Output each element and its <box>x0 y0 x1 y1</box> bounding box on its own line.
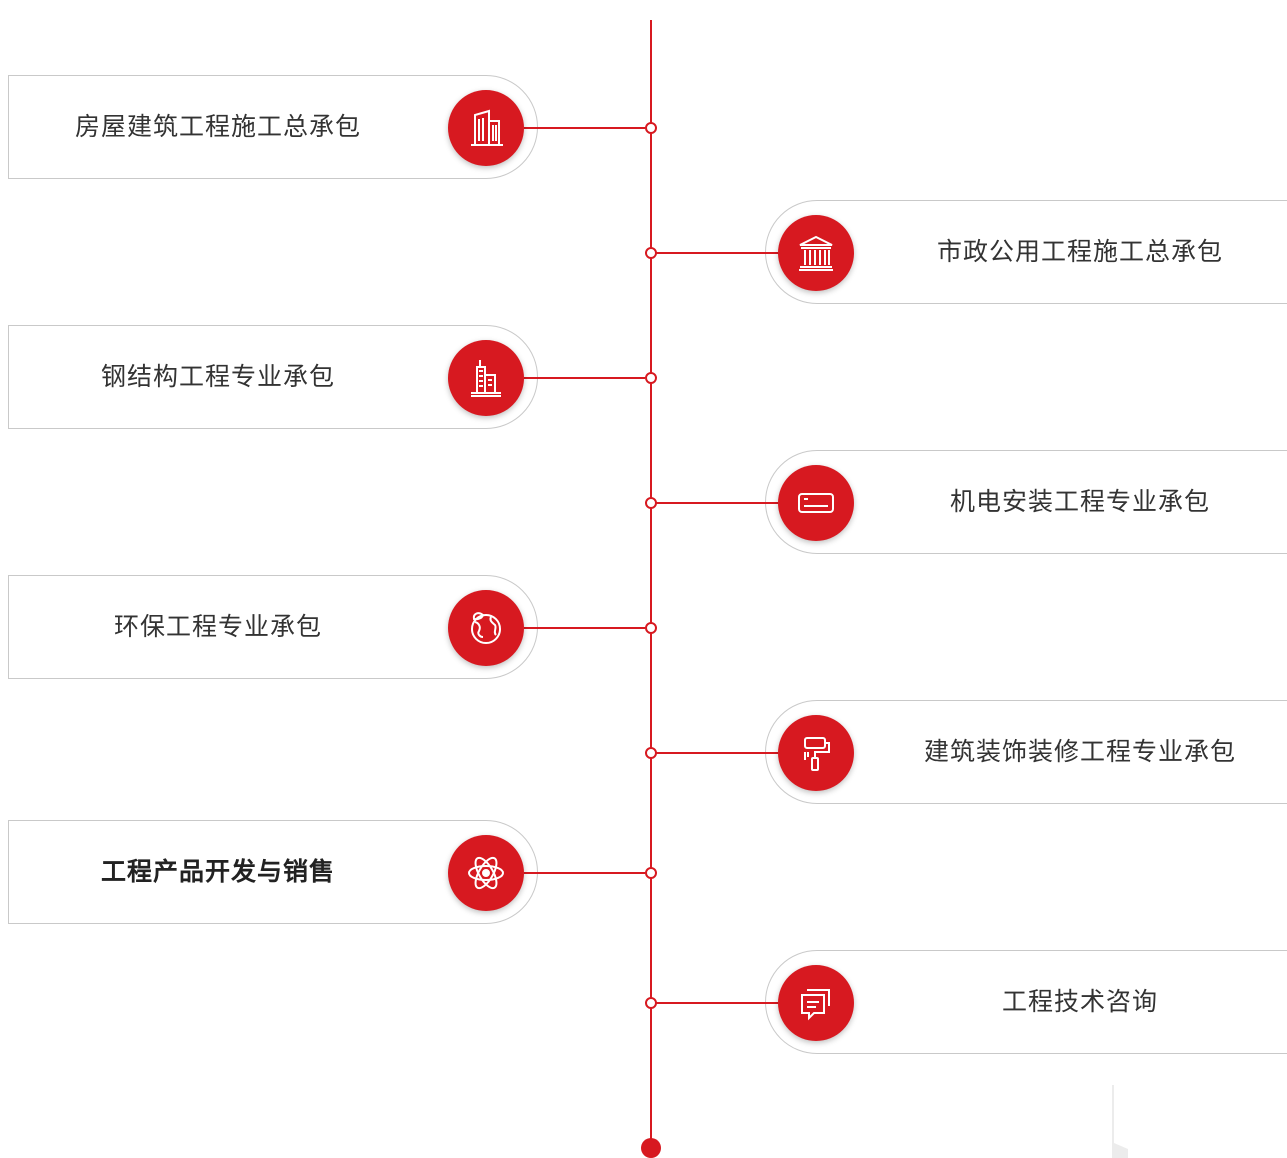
government-building-icon <box>778 215 854 291</box>
item-label: 工程产品开发与销售 <box>100 857 335 886</box>
item-label: 环保工程专业承包 <box>113 612 322 641</box>
timeline-node <box>645 622 657 634</box>
connector-line <box>651 752 778 754</box>
timeline-node <box>645 372 657 384</box>
item-label: 机电安装工程专业承包 <box>949 487 1210 516</box>
item-label: 钢结构工程专业承包 <box>100 362 335 391</box>
timeline-item-decoration[interactable]: 建筑装饰装修工程专业承包 <box>645 700 1287 806</box>
connector-line <box>651 252 778 254</box>
timeline-item-municipal-engineering[interactable]: 市政公用工程施工总承包 <box>645 200 1287 306</box>
timeline-axis <box>650 20 652 1148</box>
item-label: 房屋建筑工程施工总承包 <box>74 112 361 141</box>
timeline-node <box>645 997 657 1009</box>
timeline-node <box>645 122 657 134</box>
eco-globe-icon <box>448 590 524 666</box>
timeline-item-product-development[interactable]: 工程产品开发与销售 <box>0 820 660 926</box>
connector-line <box>524 627 645 629</box>
timeline-end-dot <box>641 1138 661 1158</box>
item-label: 建筑装饰装修工程专业承包 <box>923 737 1236 766</box>
timeline-item-consulting[interactable]: 工程技术咨询 <box>645 950 1287 1056</box>
atom-icon <box>448 835 524 911</box>
connector-line <box>651 1002 778 1004</box>
timeline-node <box>645 747 657 759</box>
connector-line <box>524 377 645 379</box>
air-conditioner-icon <box>778 465 854 541</box>
skyscraper-icon <box>448 340 524 416</box>
item-label: 市政公用工程施工总承包 <box>936 237 1223 266</box>
connector-line <box>524 872 645 874</box>
timeline-item-building-construction[interactable]: 房屋建筑工程施工总承包 <box>0 75 660 181</box>
connector-line <box>651 502 778 504</box>
paint-roller-icon <box>778 715 854 791</box>
timeline-node <box>645 247 657 259</box>
timeline-node <box>645 497 657 509</box>
chat-icon <box>778 965 854 1041</box>
decorative-stroke-mark <box>1112 1085 1128 1158</box>
office-building-icon <box>448 90 524 166</box>
timeline-node <box>645 867 657 879</box>
connector-line <box>524 127 645 129</box>
timeline-item-steel-structure[interactable]: 钢结构工程专业承包 <box>0 325 660 431</box>
timeline-item-mechanical-electrical[interactable]: 机电安装工程专业承包 <box>645 450 1287 556</box>
item-label: 工程技术咨询 <box>1001 987 1158 1016</box>
timeline-item-environmental[interactable]: 环保工程专业承包 <box>0 575 660 681</box>
